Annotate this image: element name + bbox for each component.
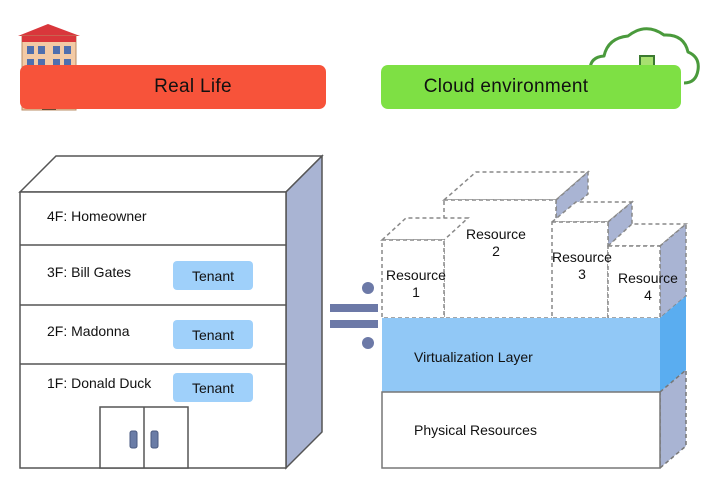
resource-4-number: 4 <box>644 287 652 303</box>
physical-resources-label: Physical Resources <box>414 422 537 438</box>
resource-2-number: 2 <box>492 243 500 259</box>
cloud-environment-banner: Cloud environment <box>381 65 681 109</box>
resource-1-title: Resource <box>386 267 446 283</box>
real-life-label: Real Life <box>154 76 232 97</box>
resource-4-title: Resource <box>618 270 678 286</box>
building-illustration <box>18 154 324 470</box>
floor-4-label: 4F: Homeowner <box>47 208 147 224</box>
resource-1-number: 1 <box>412 284 420 300</box>
tenant-badge-2f: Tenant <box>173 320 253 349</box>
resource-3-number: 3 <box>578 266 586 282</box>
equals-sign-icon <box>330 282 378 349</box>
cloud-stack-illustration <box>380 170 689 470</box>
floor-2-label: 2F: Madonna <box>47 323 130 339</box>
resource-2-title: Resource <box>466 226 526 242</box>
virtualization-layer-label: Virtualization Layer <box>414 349 533 365</box>
floor-1-label: 1F: Donald Duck <box>47 375 152 391</box>
floor-3-label: 3F: Bill Gates <box>47 264 132 280</box>
resource-3-label: Resource 3 <box>547 249 617 283</box>
resource-1-label: Resource 1 <box>381 267 451 301</box>
tenant-badge-1f: Tenant <box>173 373 253 402</box>
cloud-environment-label: Cloud environment <box>423 76 589 97</box>
tenant-badge-3f: Tenant <box>173 261 253 290</box>
resource-3-title: Resource <box>552 249 612 265</box>
resource-2-label: Resource 2 <box>460 226 532 260</box>
real-life-banner: Real Life <box>20 65 326 109</box>
resource-4-label: Resource 4 <box>612 270 684 304</box>
